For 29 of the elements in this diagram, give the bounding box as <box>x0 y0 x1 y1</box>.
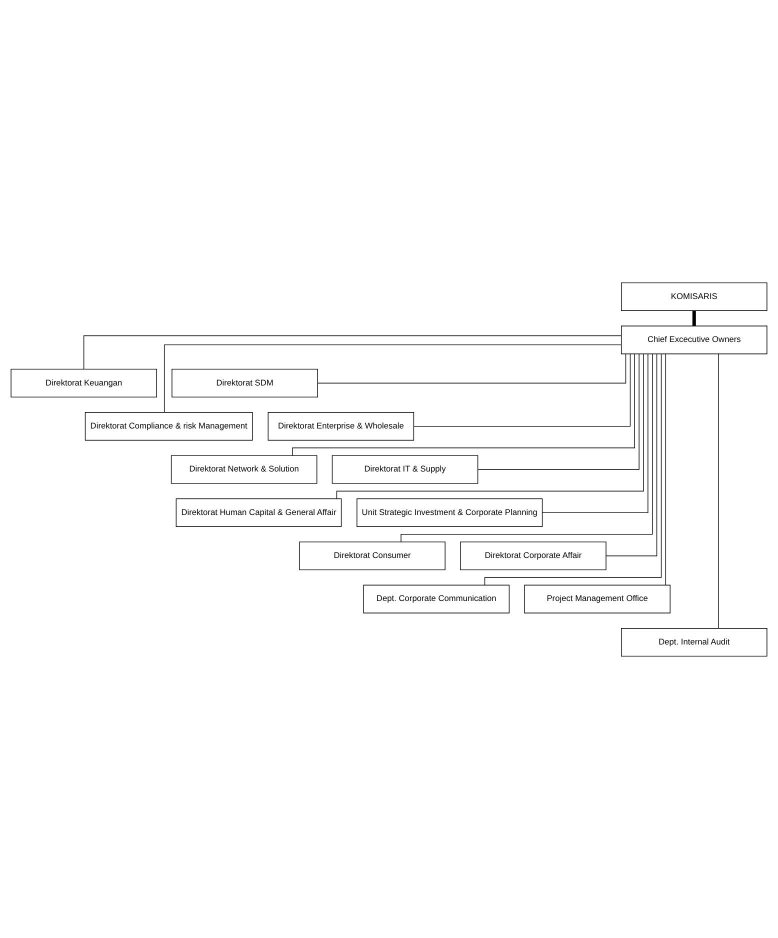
connector <box>413 353 631 426</box>
connector <box>692 310 696 326</box>
connector <box>164 344 622 412</box>
connector <box>718 353 719 628</box>
node-box: KOMISARIS <box>621 282 768 310</box>
node-box: Direktorat Human Capital & General Affair <box>176 498 342 526</box>
node-box: Direktorat Enterprise & Wholesale <box>268 412 414 440</box>
node-box: Chief Excecutive Owners <box>621 325 768 354</box>
connector <box>478 353 640 470</box>
node-box: Direktorat Network & Solution <box>170 454 318 484</box>
connector <box>665 353 666 585</box>
connector <box>606 353 658 556</box>
connector <box>84 334 622 369</box>
node-box: Direktorat Consumer <box>299 541 446 570</box>
node-box: Direktorat SDM <box>172 368 318 397</box>
connector <box>336 353 644 498</box>
node-box: Direktorat Corporate Affair <box>460 541 606 570</box>
node-box: Direktorat Keuangan <box>10 368 157 397</box>
node-box: Dept. Internal Audit <box>621 628 768 656</box>
node-box: Project Management Office <box>524 584 670 613</box>
connector <box>317 353 626 383</box>
connector <box>542 353 648 513</box>
connector <box>400 353 653 542</box>
node-box: Dept. Corporate Communication <box>363 584 510 613</box>
node-box: Direktorat IT & Supply <box>332 454 478 484</box>
connector <box>292 353 635 456</box>
node-box: Unit Strategic Investment & Corporate Planning <box>356 498 543 526</box>
node-box: Direktorat Compliance & risk Management <box>84 412 253 440</box>
connector <box>484 353 662 585</box>
